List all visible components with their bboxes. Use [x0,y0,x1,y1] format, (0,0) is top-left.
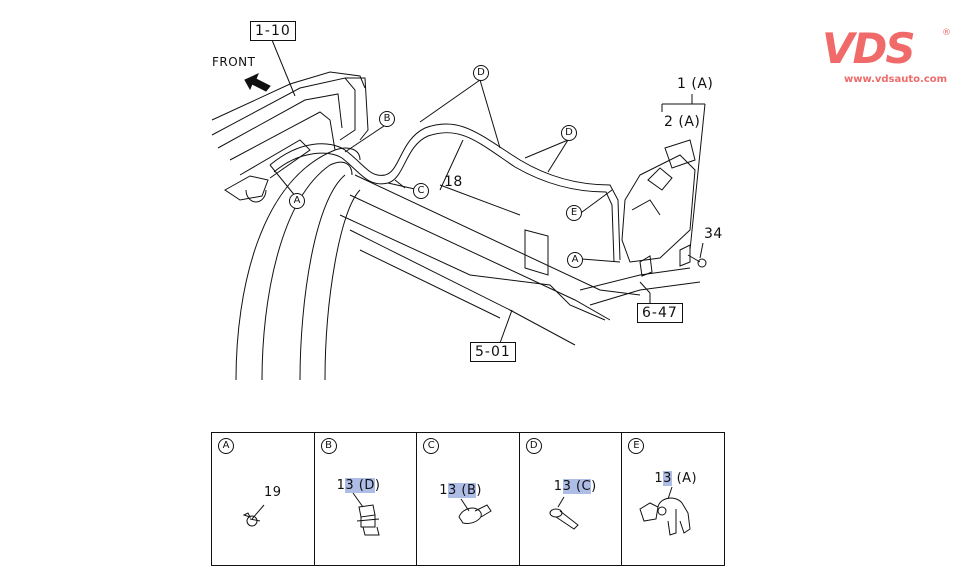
callout-c: C [413,183,429,199]
detail-cell-e: E 13 (A) [622,433,724,565]
detail-cell-d: D 13 (C) [520,433,623,565]
part-number-18: 18 [444,174,463,190]
part-prefix: 1 [439,483,448,498]
front-label: FRONT [212,55,256,69]
front-arrow-icon [244,73,271,92]
detail-letter: E [628,438,645,454]
part-suffix: (A) [671,471,698,486]
callout-e: E [566,205,582,221]
clip-19-icon [242,504,265,527]
part-number-tank: 1 (A) [677,76,714,92]
part-highlight: 3 [663,471,672,486]
detail-part-number: 13 (B) [439,483,482,498]
part-highlight: 3 (B [447,483,477,498]
callout-a-right: A [567,252,583,268]
clip-13d-icon [352,492,380,536]
ref-box-5-01[interactable]: 5-01 [470,342,516,362]
clip-13b-icon [458,498,492,524]
detail-views: A 19 B 13 (D) C 13 (B) D 13 (C) E [211,432,725,566]
frame-curve [235,147,361,381]
detail-letter: A [218,438,234,454]
detail-letter: B [320,438,337,454]
clip-13a-icon [639,486,691,536]
ref-box-1-10[interactable]: 1-10 [250,21,296,41]
detail-part-number: 13 (C) [554,479,597,494]
callout-b: B [379,111,395,127]
washer-tank [621,139,696,277]
callout-d-right: D [561,125,577,141]
part-prefix: 1 [553,479,563,494]
part-highlight: 3 (C [562,479,592,494]
detail-cell-b: B 13 (D) [315,433,418,565]
part-prefix: 1 [336,478,346,493]
part-highlight: 3 (D [345,478,375,493]
callout-a-left: A [289,193,305,209]
part-prefix: 1 [654,471,664,486]
detail-cell-c: C 13 (B) [417,433,520,565]
bolt-34 [687,254,707,268]
part-number-bolt: 34 [704,226,723,242]
hose-18 [269,123,621,263]
registered-mark: ® [942,28,951,38]
detail-letter: D [525,438,542,454]
callout-d-top: D [473,65,489,81]
detail-part-number: 13 (D) [337,478,381,493]
engine-outline [211,71,369,203]
part-suffix: ) [591,479,597,494]
detail-letter: C [423,438,440,454]
vds-logo-mark: VDS [822,24,916,73]
detail-part-number: 19 [264,485,282,500]
part-number-cap: 2 (A) [664,114,701,130]
detail-part-number: 13 (A) [654,471,697,486]
leader-lines [269,39,706,344]
brand-url[interactable]: www.vdsauto.com [844,74,948,85]
chassis-rail [339,174,701,346]
part-suffix: ) [476,483,482,498]
ref-box-6-47[interactable]: 6-47 [637,303,683,323]
vds-logo: VDS ® www.vdsauto.com [822,24,951,86]
detail-cell-a: A 19 [212,433,315,565]
clip-13c-icon [549,496,579,530]
part-suffix: ) [374,478,381,493]
